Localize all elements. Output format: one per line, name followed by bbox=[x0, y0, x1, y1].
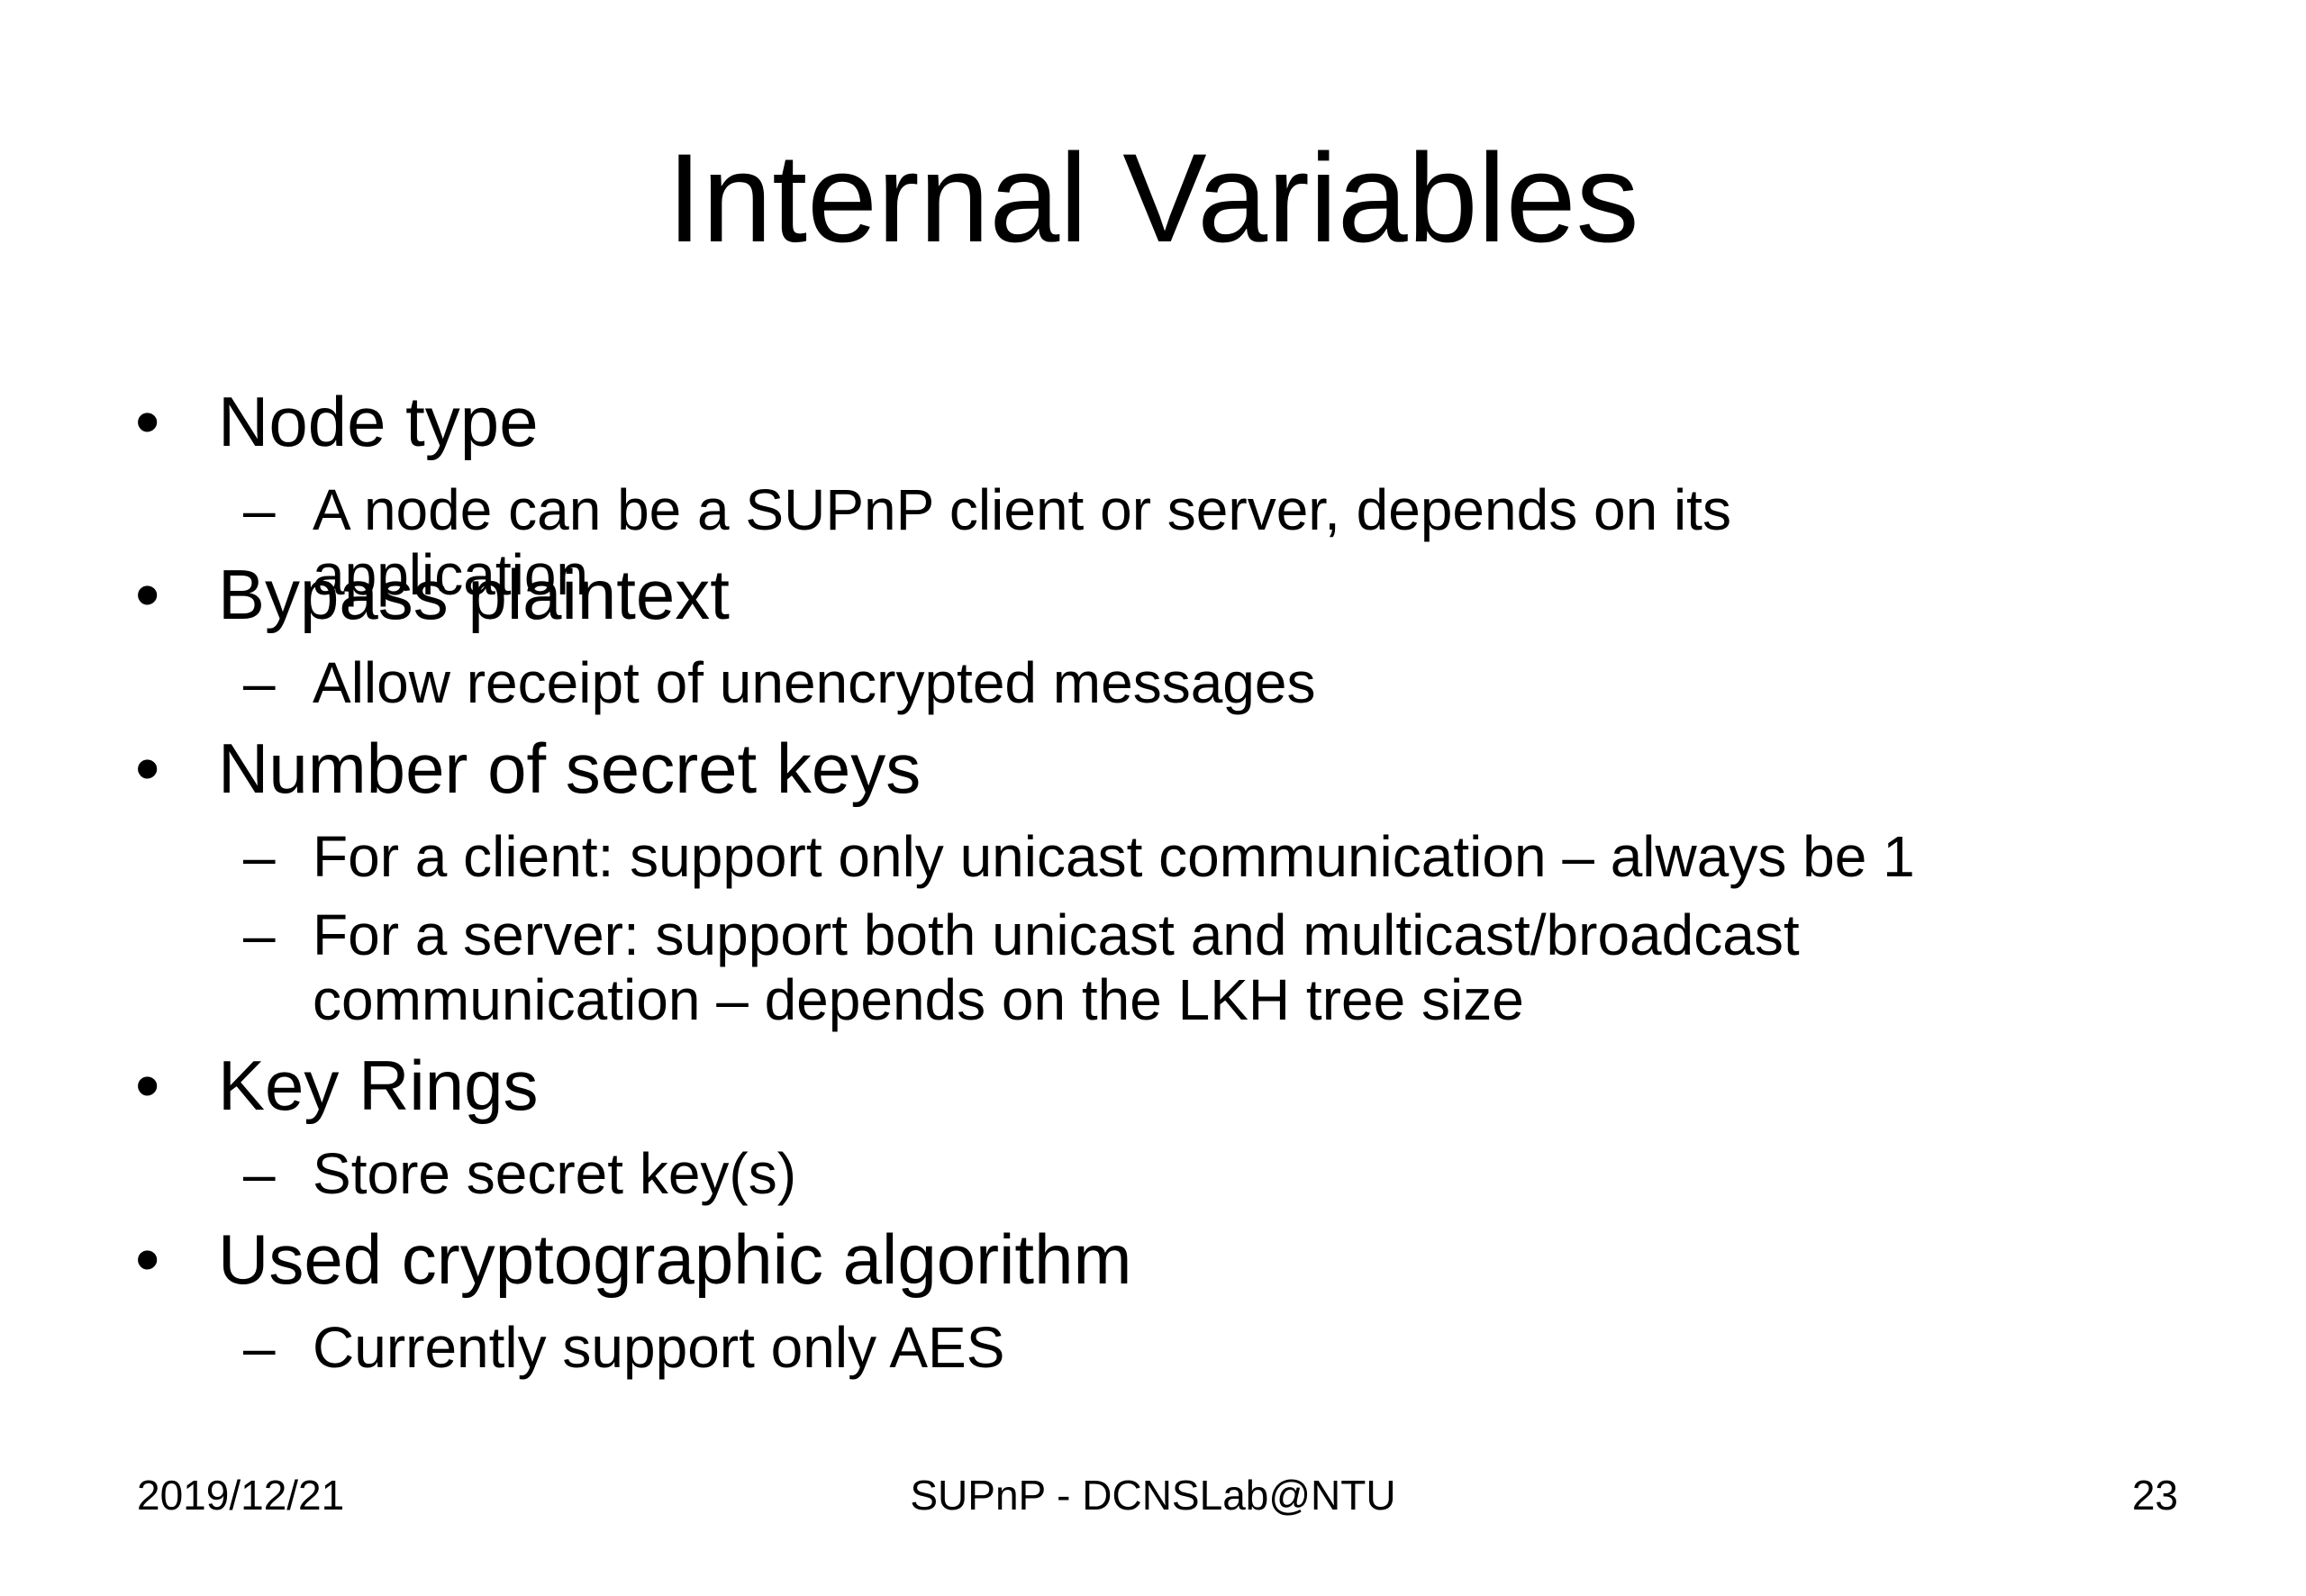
bullet-label: Used cryptographic algorithm bbox=[218, 1220, 1132, 1299]
sub-item-text: Currently support only AES bbox=[313, 1315, 1005, 1380]
sub-item-text: Allow receipt of unencrypted messages bbox=[313, 650, 1316, 715]
bullet-icon: • bbox=[135, 382, 160, 461]
bullet-icon: • bbox=[135, 1220, 160, 1299]
footer-date: 2019/12/21 bbox=[137, 1472, 345, 1519]
dash-icon: – bbox=[243, 1315, 276, 1380]
dash-icon: – bbox=[243, 824, 276, 889]
sub-item-text: For a server: support both unicast and m… bbox=[313, 902, 1800, 1032]
sub-item-text: Store secret key(s) bbox=[313, 1141, 797, 1206]
bullet-label: Key Rings bbox=[218, 1046, 539, 1125]
footer-center-text: SUPnP - DCNSLab@NTU bbox=[910, 1472, 1396, 1519]
dash-icon: – bbox=[243, 902, 276, 967]
dash-icon: – bbox=[243, 477, 276, 542]
bullet-icon: • bbox=[135, 555, 160, 634]
bullet-label: Number of secret keys bbox=[218, 729, 921, 808]
footer-page-number: 23 bbox=[2131, 1472, 2178, 1519]
bullet-icon: • bbox=[135, 1046, 160, 1125]
sub-item-text: For a client: support only unicast commu… bbox=[313, 824, 1915, 889]
slide-title: Internal Variables bbox=[667, 127, 1639, 268]
bullet-label: Node type bbox=[218, 382, 539, 461]
sub-item-text: A node can be a SUPnP client or server, … bbox=[313, 477, 1731, 607]
dash-icon: – bbox=[243, 650, 276, 715]
dash-icon: – bbox=[243, 1141, 276, 1206]
bullet-icon: • bbox=[135, 729, 160, 808]
bullet-label: Bypass plaintext bbox=[218, 555, 730, 634]
